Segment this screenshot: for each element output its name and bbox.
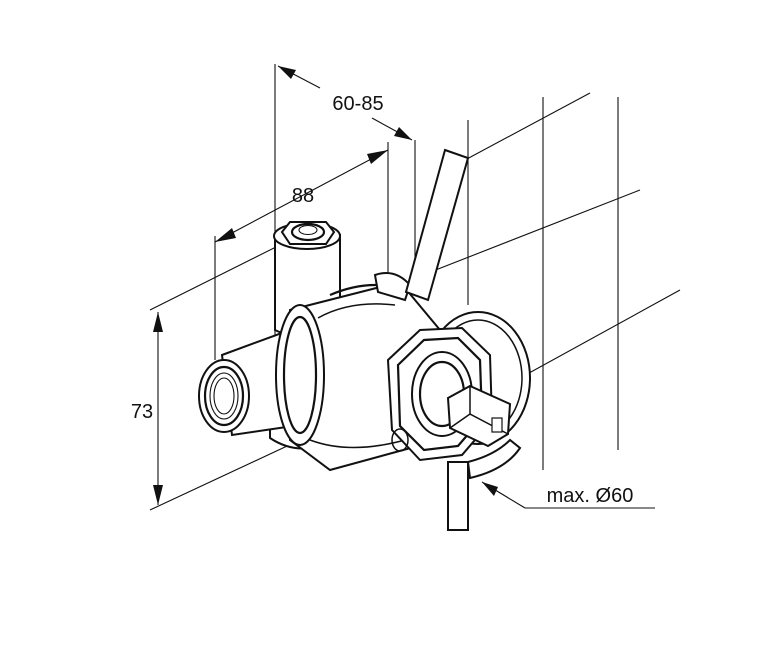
diameter-leader: max. Ø60	[481, 481, 655, 509]
max-diameter-label: max. Ø60	[547, 485, 634, 507]
dimension-60-85-label: 60-85	[332, 93, 383, 115]
dimension-73-label: 73	[131, 401, 153, 423]
wall-guide-lines	[409, 92, 681, 470]
dimension-88: 88	[214, 142, 389, 360]
spindle	[446, 384, 512, 448]
dimension-73: 73	[131, 239, 301, 511]
lower-rod	[447, 438, 522, 531]
dimension-88-label: 88	[292, 185, 314, 207]
upper-rod	[404, 148, 470, 302]
